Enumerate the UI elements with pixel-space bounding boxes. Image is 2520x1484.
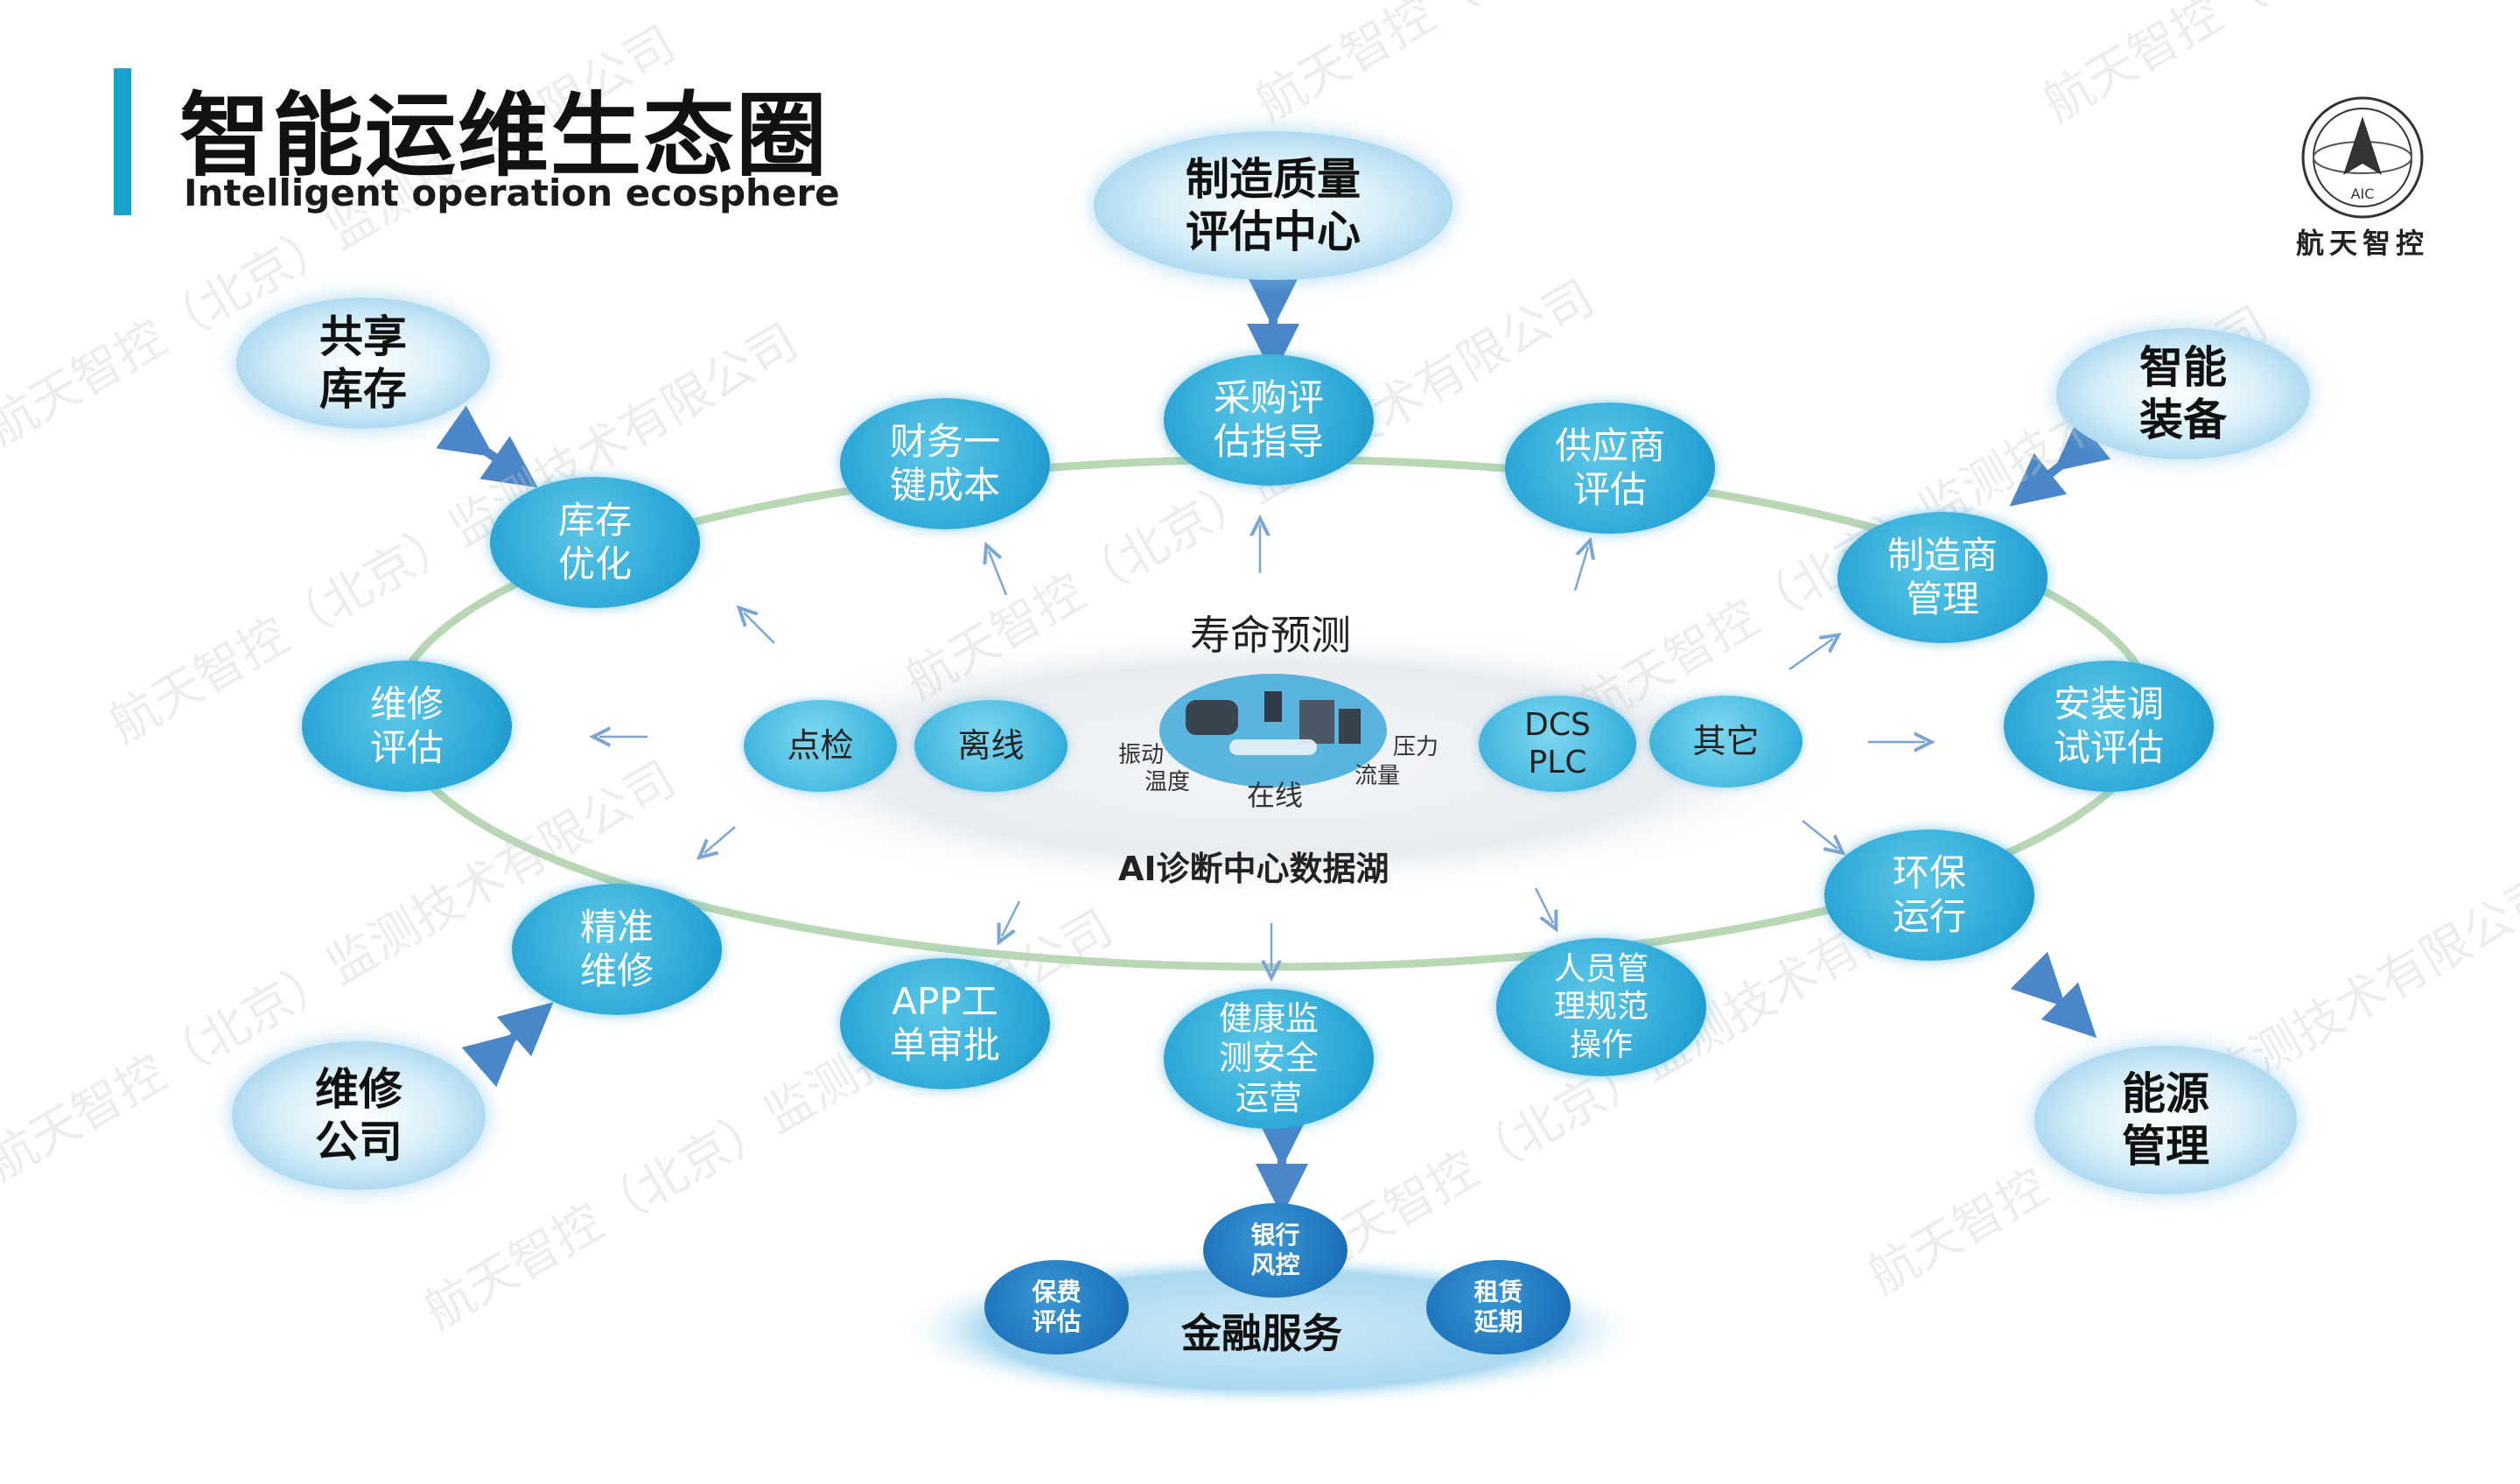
finance-service-label: 金融服务 [1181,1310,1342,1357]
sensor-vibration: 振动 [1118,742,1165,768]
online-label: 在线 [1247,779,1304,812]
ring-node-supplier: 供应商 评估 [1505,402,1715,534]
sensor-pressure: 压力 [1393,734,1439,760]
center-node-spot-check: 点检 [744,700,897,792]
center-node-dcs-plc: DCS PLC [1479,696,1636,792]
watermark-text-10: 航天智控（北京）监测技术有限公司 [2034,0,2520,133]
logo-emblem-icon: AIC [2301,96,2424,219]
ring-node-app-approval: APP工 单审批 [840,958,1050,1089]
ring-node-inventory: 库存 优化 [490,477,700,608]
ring-node-finance: 财务一 键成本 [840,398,1050,529]
page-title: 智能运维生态圈 [179,82,830,189]
ring-node-manufacturer: 制造商 管理 [1838,512,2048,643]
ring-node-procurement: 采购评 估指导 [1164,354,1374,486]
outer-node-smart-equipment: 智能 装备 [2056,328,2310,459]
ring-node-personnel: 人员管 理规范 操作 [1496,938,1706,1076]
center-arrows [599,525,1925,971]
company-logo: AIC 航天智控 [2284,92,2441,260]
ring-node-health-monitoring: 健康监 测安全 运营 [1164,989,1374,1129]
outer-node-energy-management: 能源 管理 [2034,1046,2297,1194]
outer-node-quality-center: 制造质量 评估中心 [1094,131,1452,280]
outer-node-repair-company: 维修 公司 [232,1041,486,1190]
finance-item-lease-extension: 租赁 延期 [1426,1260,1571,1354]
sensor-temperature: 温度 [1144,769,1191,795]
title-accent-bar [114,68,131,215]
sensor-flow: 流量 [1354,763,1401,789]
ring-node-maintenance-eval: 维修 评估 [302,661,512,792]
outer-arrows [436,276,2111,1216]
outer-node-shared-inventory: 共享 库存 [236,298,490,429]
logo-name: 航天智控 [2295,227,2429,260]
ring-node-precision-repair: 精准 维修 [512,884,722,1015]
machine-illustration [1159,674,1387,788]
center-node-other: 其它 [1649,696,1802,788]
finance-item-premium-eval: 保费 评估 [984,1260,1129,1354]
center-node-offline: 离线 [914,700,1068,792]
svg-text:AIC: AIC [2351,186,2375,202]
life-prediction-label: 寿命预测 [1190,612,1351,659]
ring-node-environment: 环保 运行 [1824,830,2034,961]
page-subtitle: Intelligent operation ecosphere [184,172,840,214]
watermark-text-9: 航天智控（北京）监测技术有限公司 [1247,0,1954,133]
ring-node-installation: 安装调 试评估 [2004,661,2214,792]
data-lake-label: AI诊断中心数据湖 [1118,850,1390,888]
finance-item-bank-risk: 银行 风控 [1203,1203,1348,1298]
